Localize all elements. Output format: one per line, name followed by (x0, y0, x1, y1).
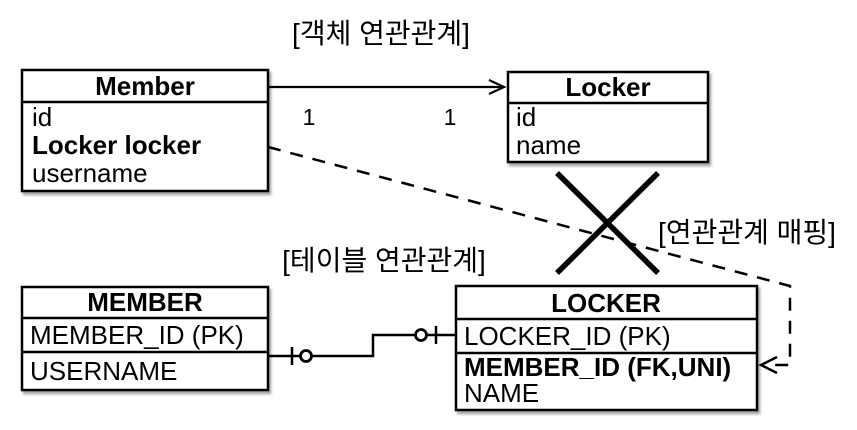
locker-class-title: Locker (565, 72, 650, 102)
mapping-caption: [연관관계 매핑] (658, 217, 836, 248)
x-stroke-2 (555, 171, 660, 275)
locker-class-box: Locker id name (506, 70, 710, 164)
member-field-id: id (32, 102, 52, 132)
locker-table-title: LOCKER (551, 288, 661, 318)
connector-path (268, 333, 456, 358)
locker-field-id: id (516, 102, 536, 132)
member-table-row-username: USERNAME (30, 356, 177, 386)
locker-table-row-name: NAME (464, 378, 539, 408)
association-arrowhead-icon (488, 79, 507, 95)
member-field-locker: Locker locker (32, 130, 201, 160)
locker-table-row-fk: MEMBER_ID (FK,UNI) (464, 352, 731, 382)
member-table-rect (20, 285, 270, 392)
connector-circle-left-icon (299, 349, 313, 363)
locker-table-row-pk: LOCKER_ID (PK) (464, 321, 671, 351)
connector-circle-right-icon (414, 328, 428, 342)
multiplicity-source: 1 (303, 104, 316, 130)
locker-table-rect (454, 284, 759, 412)
member-class-box: Member id Locker locker username (20, 68, 270, 193)
mapping-arrowhead-icon (758, 355, 778, 375)
table-association-caption: [테이블 연관관계] (282, 245, 486, 276)
member-table-title: MEMBER (87, 287, 203, 317)
cross-out-x-mark (555, 171, 660, 275)
member-field-username: username (32, 158, 148, 188)
locker-field-name: name (516, 130, 581, 160)
object-association-arrow (268, 79, 507, 95)
member-table-box: MEMBER MEMBER_ID (PK) USERNAME (20, 285, 270, 392)
member-class-title: Member (95, 71, 195, 101)
locker-class-rect (506, 70, 710, 164)
member-class-rect (20, 68, 270, 193)
table-relationship-connector (268, 326, 456, 365)
member-table-row-pk: MEMBER_ID (PK) (30, 320, 244, 350)
multiplicity-target: 1 (444, 104, 457, 130)
mapping-dashed-path (267, 145, 792, 367)
mapping-dashed-arrow (267, 145, 792, 375)
locker-table-box: LOCKER LOCKER_ID (PK) MEMBER_ID (FK,UNI)… (454, 284, 759, 412)
object-association-caption: [객체 연관관계] (292, 18, 470, 49)
